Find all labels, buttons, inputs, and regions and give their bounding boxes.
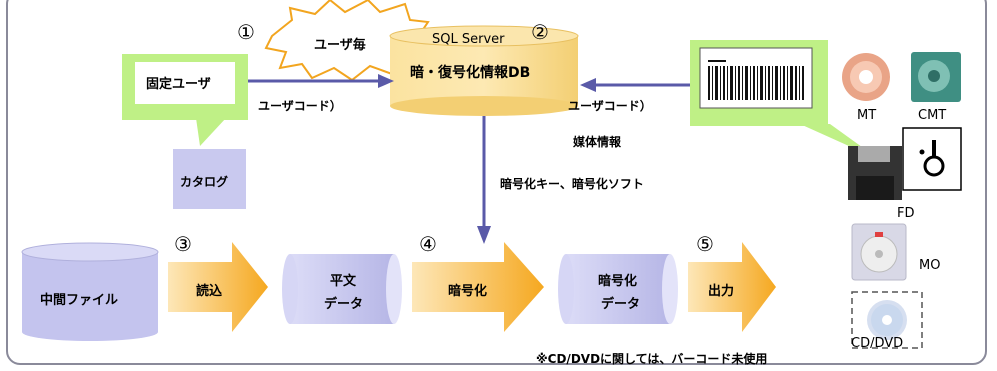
plain-data-label-1: 平文 [330,274,357,289]
intermediate-file-cylinder [21,242,159,341]
output-arrow [688,242,776,332]
step-1-label: ① [237,20,255,44]
fixed-user-label: 固定ユーザ [146,77,211,92]
db-name-label: 暗・復号化情報DB [410,65,531,81]
cmt-cartridge-icon [911,52,961,102]
intermediate-file-label: 中間ファイル [40,293,119,308]
catalog-box [173,149,246,209]
lock-key-icon [902,127,962,191]
mt-reel-icon [842,53,890,101]
user-code-right-label: ユーザコード） [568,99,652,113]
plain-data-label-2: データ [324,297,364,312]
barcode-image [708,60,804,100]
encrypted-data-label-2: データ [601,297,641,312]
plain-data-cylinder [282,254,402,324]
output-label: 出力 [708,284,735,299]
step-4-label: ④ [419,232,437,256]
db-server-label: SQL Server [432,32,505,47]
diagram-frame [6,0,987,365]
read-label: 読込 [196,284,223,299]
fixed-user-callout [122,54,248,146]
mt-label: MT [857,108,877,123]
keys-label: 暗号化キー、暗号化ソフト [500,177,644,191]
encrypted-data-label-1: 暗号化 [598,274,638,289]
step-5-label: ⑤ [696,232,714,256]
encrypted-data-cylinder [558,254,678,324]
encrypt-arrow [412,242,544,332]
fd-label: FD [897,206,915,221]
media-info-label: 媒体情報 [573,135,622,149]
user-code-left-label: ユーザコード） [258,99,342,113]
burst-label: ユーザ毎 [314,38,366,53]
cmt-label: CMT [918,108,947,123]
cd-dvd-label: CD/DVD [851,336,904,351]
catalog-label: カタログ [180,175,229,189]
mo-label: MO [919,258,941,273]
step-2-label: ② [531,20,549,44]
step-3-label: ③ [174,232,192,256]
mo-disk-icon [851,223,907,281]
database-cylinder [389,25,579,116]
read-arrow [168,242,268,332]
encrypt-label: 暗号化 [448,284,488,299]
barcode-callout [690,40,880,160]
note-label: ※CD/DVDに関しては、バーコード未使用 [536,352,768,366]
fd-floppy-icon [848,146,902,200]
cd-dvd-icon [851,291,923,349]
